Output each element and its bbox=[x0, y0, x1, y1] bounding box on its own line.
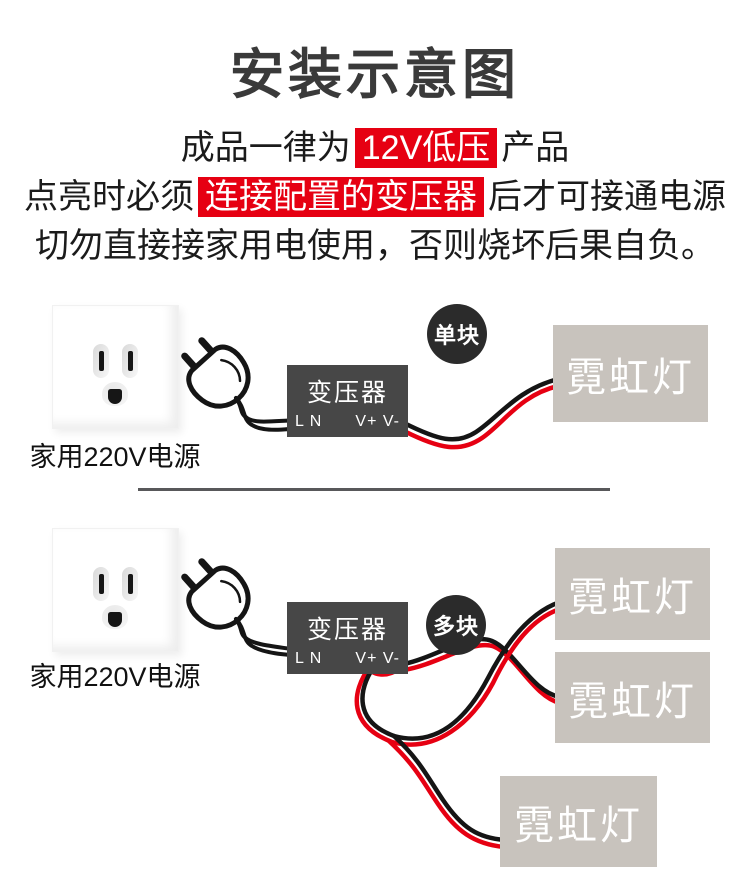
plug-icon bbox=[169, 547, 260, 639]
output-wire-red bbox=[386, 738, 507, 850]
outlet-ground bbox=[102, 382, 128, 406]
output-wire-black bbox=[360, 599, 563, 741]
output-wire-red bbox=[401, 642, 563, 706]
output-wire-red bbox=[401, 383, 561, 450]
output-wire-black bbox=[401, 637, 563, 700]
neon-light-box: 霓虹灯 bbox=[555, 548, 710, 640]
notice-line-1-post: 产品 bbox=[501, 129, 570, 167]
outlet-slot-right-slit bbox=[127, 351, 133, 371]
badge-multi: 多块 bbox=[426, 595, 486, 655]
outlet-slot-right bbox=[122, 567, 138, 601]
highlight-connect-transformer: 连接配置的变压器 bbox=[198, 177, 484, 217]
transformer-input-terminals: L N bbox=[295, 413, 323, 430]
transformer-input-terminals: L N bbox=[295, 650, 323, 667]
notice-line-2-post: 后才可接通电源 bbox=[488, 178, 726, 216]
outlet-slot-left-slit bbox=[98, 574, 104, 594]
transformer-box: 变压器 L N V+ V- bbox=[287, 602, 408, 674]
outlet-slot-left bbox=[93, 344, 109, 378]
outlet-slot-right bbox=[122, 344, 138, 378]
notice-line-2-pre: 点亮时必须 bbox=[24, 178, 194, 216]
notice-line-2: 点亮时必须连接配置的变压器后才可接通电源 bbox=[0, 173, 750, 222]
highlight-12v-low-voltage: 12V低压 bbox=[354, 128, 498, 168]
transformer-output-terminals: V+ V- bbox=[355, 413, 400, 430]
outlet-ground bbox=[102, 605, 128, 629]
outlet-label: 家用220V电源 bbox=[29, 442, 201, 472]
outlet-ground-hole bbox=[108, 389, 122, 404]
page-title: 安装示意图 bbox=[230, 45, 520, 105]
outlet-label: 家用220V电源 bbox=[29, 662, 201, 692]
transformer-terminals: L N V+ V- bbox=[295, 413, 400, 431]
transformer-title: 变压器 bbox=[306, 379, 388, 407]
power-outlet bbox=[52, 528, 179, 652]
plug-icon bbox=[169, 326, 260, 418]
notice-line-1-pre: 成品一律为 bbox=[180, 129, 351, 167]
notice-line-3: 切勿直接接家用电使用，否则烧坏后果自负。 bbox=[35, 227, 715, 265]
outlet-ground-hole bbox=[108, 612, 122, 627]
output-wire-black bbox=[401, 376, 561, 442]
outlet-slot-left bbox=[93, 567, 109, 601]
outlet-slot-left-slit bbox=[98, 351, 104, 371]
neon-light-box: 霓虹灯 bbox=[553, 325, 708, 422]
neon-light-box: 霓虹灯 bbox=[500, 776, 657, 867]
neon-light-box: 霓虹灯 bbox=[555, 652, 710, 743]
section-divider bbox=[138, 488, 610, 491]
transformer-box: 变压器 L N V+ V- bbox=[287, 365, 408, 437]
output-wire-black bbox=[391, 733, 508, 843]
transformer-output-terminals: V+ V- bbox=[355, 650, 400, 667]
power-outlet bbox=[52, 305, 179, 429]
output-wire-red bbox=[354, 606, 563, 747]
transformer-title: 变压器 bbox=[306, 616, 388, 644]
badge-single: 单块 bbox=[427, 304, 487, 364]
outlet-slot-right-slit bbox=[127, 574, 133, 594]
transformer-terminals: L N V+ V- bbox=[295, 650, 400, 668]
